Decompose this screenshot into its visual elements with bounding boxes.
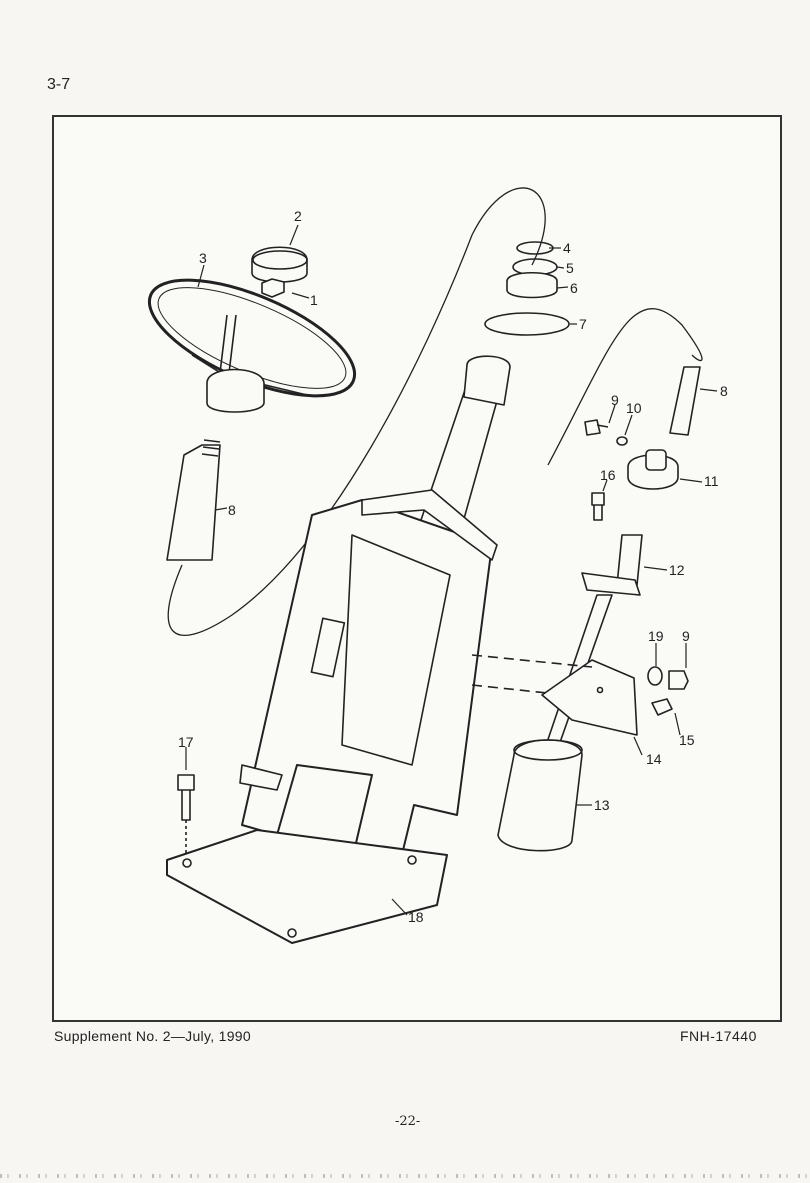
callout-14: 14: [646, 751, 662, 767]
dust-shield-7: [484, 312, 570, 336]
scan-artifact: [0, 1174, 810, 1178]
bearing-6: [506, 272, 558, 299]
ring-4: [516, 241, 554, 255]
document-number: FNH-17440: [680, 1028, 757, 1044]
bolt-16: [591, 492, 605, 521]
steering-wheel-hub: [206, 368, 265, 413]
steering-pedestal: [241, 499, 493, 876]
callout-10: 10: [626, 400, 642, 416]
callout-5: 5: [566, 260, 574, 276]
washer-19: [647, 666, 663, 686]
base-hole: [287, 928, 297, 938]
callout-6: 6: [570, 280, 578, 296]
bolt-17: [177, 774, 195, 821]
callout-2: 2: [294, 208, 302, 224]
pedestal-top-plate: [361, 489, 498, 561]
callout-15: 15: [679, 732, 695, 748]
actuator-cylinder: [497, 739, 583, 852]
bolt-9-top: [584, 419, 609, 436]
section-number: 3-7: [47, 76, 71, 93]
steering-wheel-spoke: [191, 314, 308, 396]
page-number: -22-: [395, 1114, 421, 1129]
callout-12: 12: [669, 562, 685, 578]
column-top-collar: [463, 355, 511, 406]
bracket-hole: [596, 686, 604, 694]
callout-18: 18: [408, 909, 424, 925]
callout-16: 16: [600, 467, 616, 483]
steering-shaft-upper: [669, 366, 701, 436]
callout-3: 3: [199, 250, 207, 266]
callout-1: 1: [310, 292, 318, 308]
callout-13: 13: [594, 797, 610, 813]
callout-11: 11: [704, 473, 719, 489]
callout-8-left: 8: [228, 502, 236, 518]
bracket-guide-line: [471, 654, 593, 668]
callout-9-side: 9: [682, 628, 690, 644]
universal-joint-yoke: [645, 449, 667, 471]
guide-curve-left: [167, 187, 546, 637]
callout-4: 4: [563, 240, 571, 256]
steering-shaft-spline: [201, 439, 221, 457]
base-hole: [182, 858, 192, 868]
horn-cap: [251, 246, 308, 283]
supplement-note: Supplement No. 2—July, 1990: [54, 1028, 251, 1044]
washer-10: [616, 436, 628, 446]
cylinder-top: [513, 739, 583, 761]
base-hole: [407, 855, 417, 865]
callout-19: 19: [648, 628, 664, 644]
pedestal-inner: [341, 534, 451, 766]
pedal-tab: [239, 764, 283, 791]
horn-cap-top: [252, 250, 308, 270]
bolt-9-side: [668, 670, 689, 690]
callout-9-top: 9: [611, 392, 619, 408]
nut: [261, 278, 285, 298]
bracket-guide-line: [471, 684, 548, 694]
guide-curve-right: [547, 308, 703, 466]
pedestal-slot: [310, 617, 346, 678]
shaft-mount-flange: [581, 572, 641, 596]
callout-7: 7: [579, 316, 587, 332]
bracket-14: [541, 659, 638, 736]
callout-8-right: 8: [720, 383, 728, 399]
steering-shaft-lower: [166, 444, 221, 561]
callout-17: 17: [178, 734, 194, 750]
exploded-parts-diagram: 2 1 3 4 5 6 7 8 8 9 10 11 16 12 19 9 15 …: [147, 187, 728, 944]
base-plate: [166, 829, 448, 944]
bolt-15: [651, 698, 673, 716]
